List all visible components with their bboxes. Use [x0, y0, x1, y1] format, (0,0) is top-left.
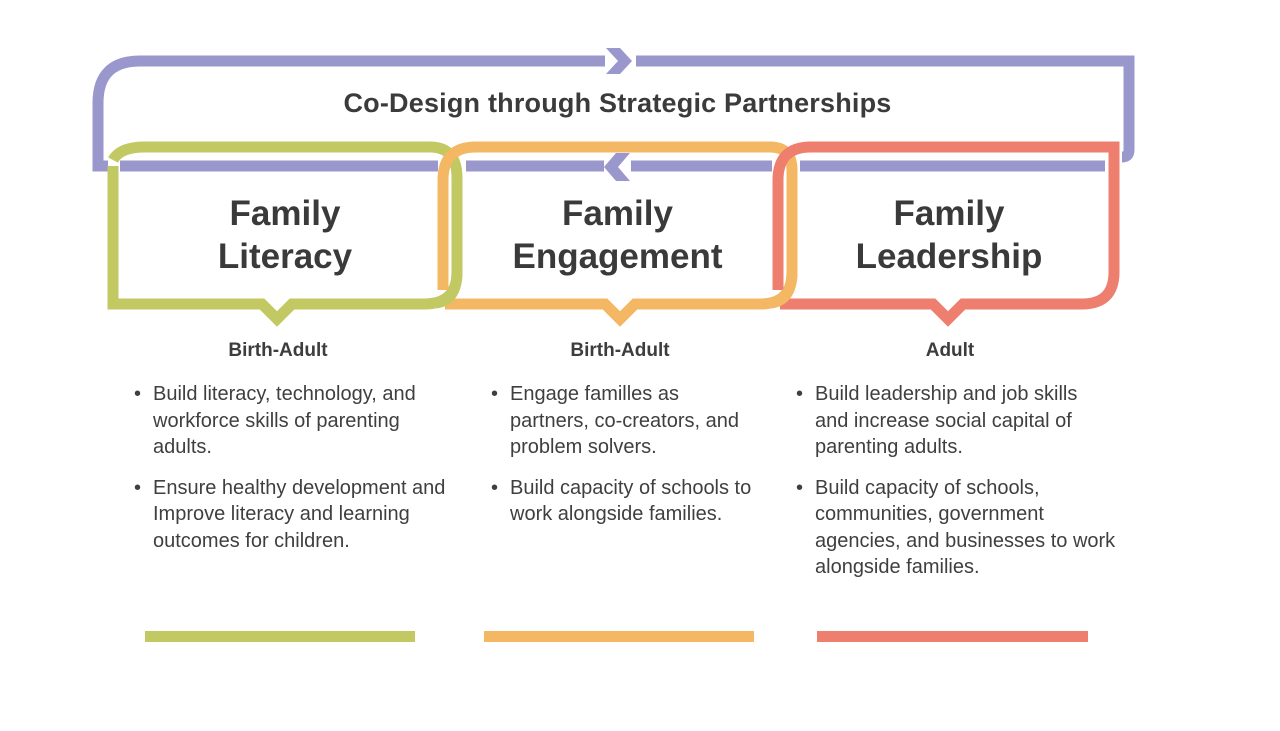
bullet-text: Ensure healthy development and Improve l…: [153, 476, 446, 552]
bullet-icon: •: [491, 383, 499, 405]
list-item: • Build capacity of schools, communities,…: [796, 475, 1116, 581]
list-item: • Engage familles as partners, co-creator…: [491, 381, 761, 461]
list-item: • Build leadership and job skills and inc…: [796, 381, 1116, 461]
literacy-box-outline: [107, 141, 463, 327]
bullet-text: Build capacity of schools, communities, …: [815, 476, 1116, 579]
bullet-text: Build leadership and job skills and incr…: [815, 383, 1078, 458]
chevron-right-arrow-icon: [606, 48, 632, 74]
leadership-title-line1: Family: [893, 194, 1005, 233]
literacy-age-range: Birth-Adult: [228, 340, 328, 361]
engagement-underline: [484, 631, 754, 642]
engagement-weave-overlay: [769, 200, 798, 309]
leadership-title-line2: Leadership: [855, 237, 1043, 276]
literacy-title-line2: Literacy: [217, 237, 353, 276]
literacy-title-line1: Family: [229, 194, 341, 233]
bullet-text: Engage familles as partners, co-creators…: [510, 383, 739, 458]
engagement-title-line2: Engagement: [512, 237, 723, 276]
bullet-text: Build literacy, technology, and workforc…: [153, 383, 416, 458]
co-design-loop: [92, 48, 1135, 181]
bullet-icon: •: [134, 383, 142, 405]
engagement-age-range: Birth-Adult: [570, 340, 670, 361]
literacy-bullet-list: • Build literacy, technology, and workfor…: [134, 381, 454, 568]
loop-title: Co-Design through Strategic Partnerships: [343, 88, 892, 118]
literacy-title: Family Literacy: [113, 192, 457, 278]
literacy-underline: [145, 631, 415, 642]
leadership-bullet-list: • Build leadership and job skills and inc…: [796, 381, 1116, 595]
leadership-box-outline: [772, 141, 1120, 327]
leadership-title: Family Leadership: [778, 192, 1120, 278]
engagement-title-line1: Family: [562, 194, 673, 233]
leadership-age-range: Adult: [925, 340, 975, 361]
bullet-icon: •: [134, 476, 142, 499]
list-item: • Build literacy, technology, and workfor…: [134, 381, 454, 461]
literacy-weave-overlay: [434, 200, 463, 309]
list-item: • Build capacity of schools to work along…: [491, 475, 761, 528]
engagement-bullet-list: • Engage familles as partners, co-creator…: [491, 381, 761, 542]
engagement-title: Family Engagement: [443, 192, 792, 278]
chevron-left-arrow-icon: [604, 153, 630, 181]
bullet-icon: •: [491, 476, 499, 499]
leadership-underline: [817, 631, 1088, 642]
loop-outline: [92, 55, 605, 172]
list-item: • Ensure healthy development and Improve …: [134, 475, 454, 555]
loop-top-right: [636, 55, 1135, 163]
bullet-icon: •: [796, 383, 804, 405]
bullet-text: Build capacity of schools to work alongs…: [510, 476, 752, 526]
bullet-icon: •: [796, 476, 804, 499]
